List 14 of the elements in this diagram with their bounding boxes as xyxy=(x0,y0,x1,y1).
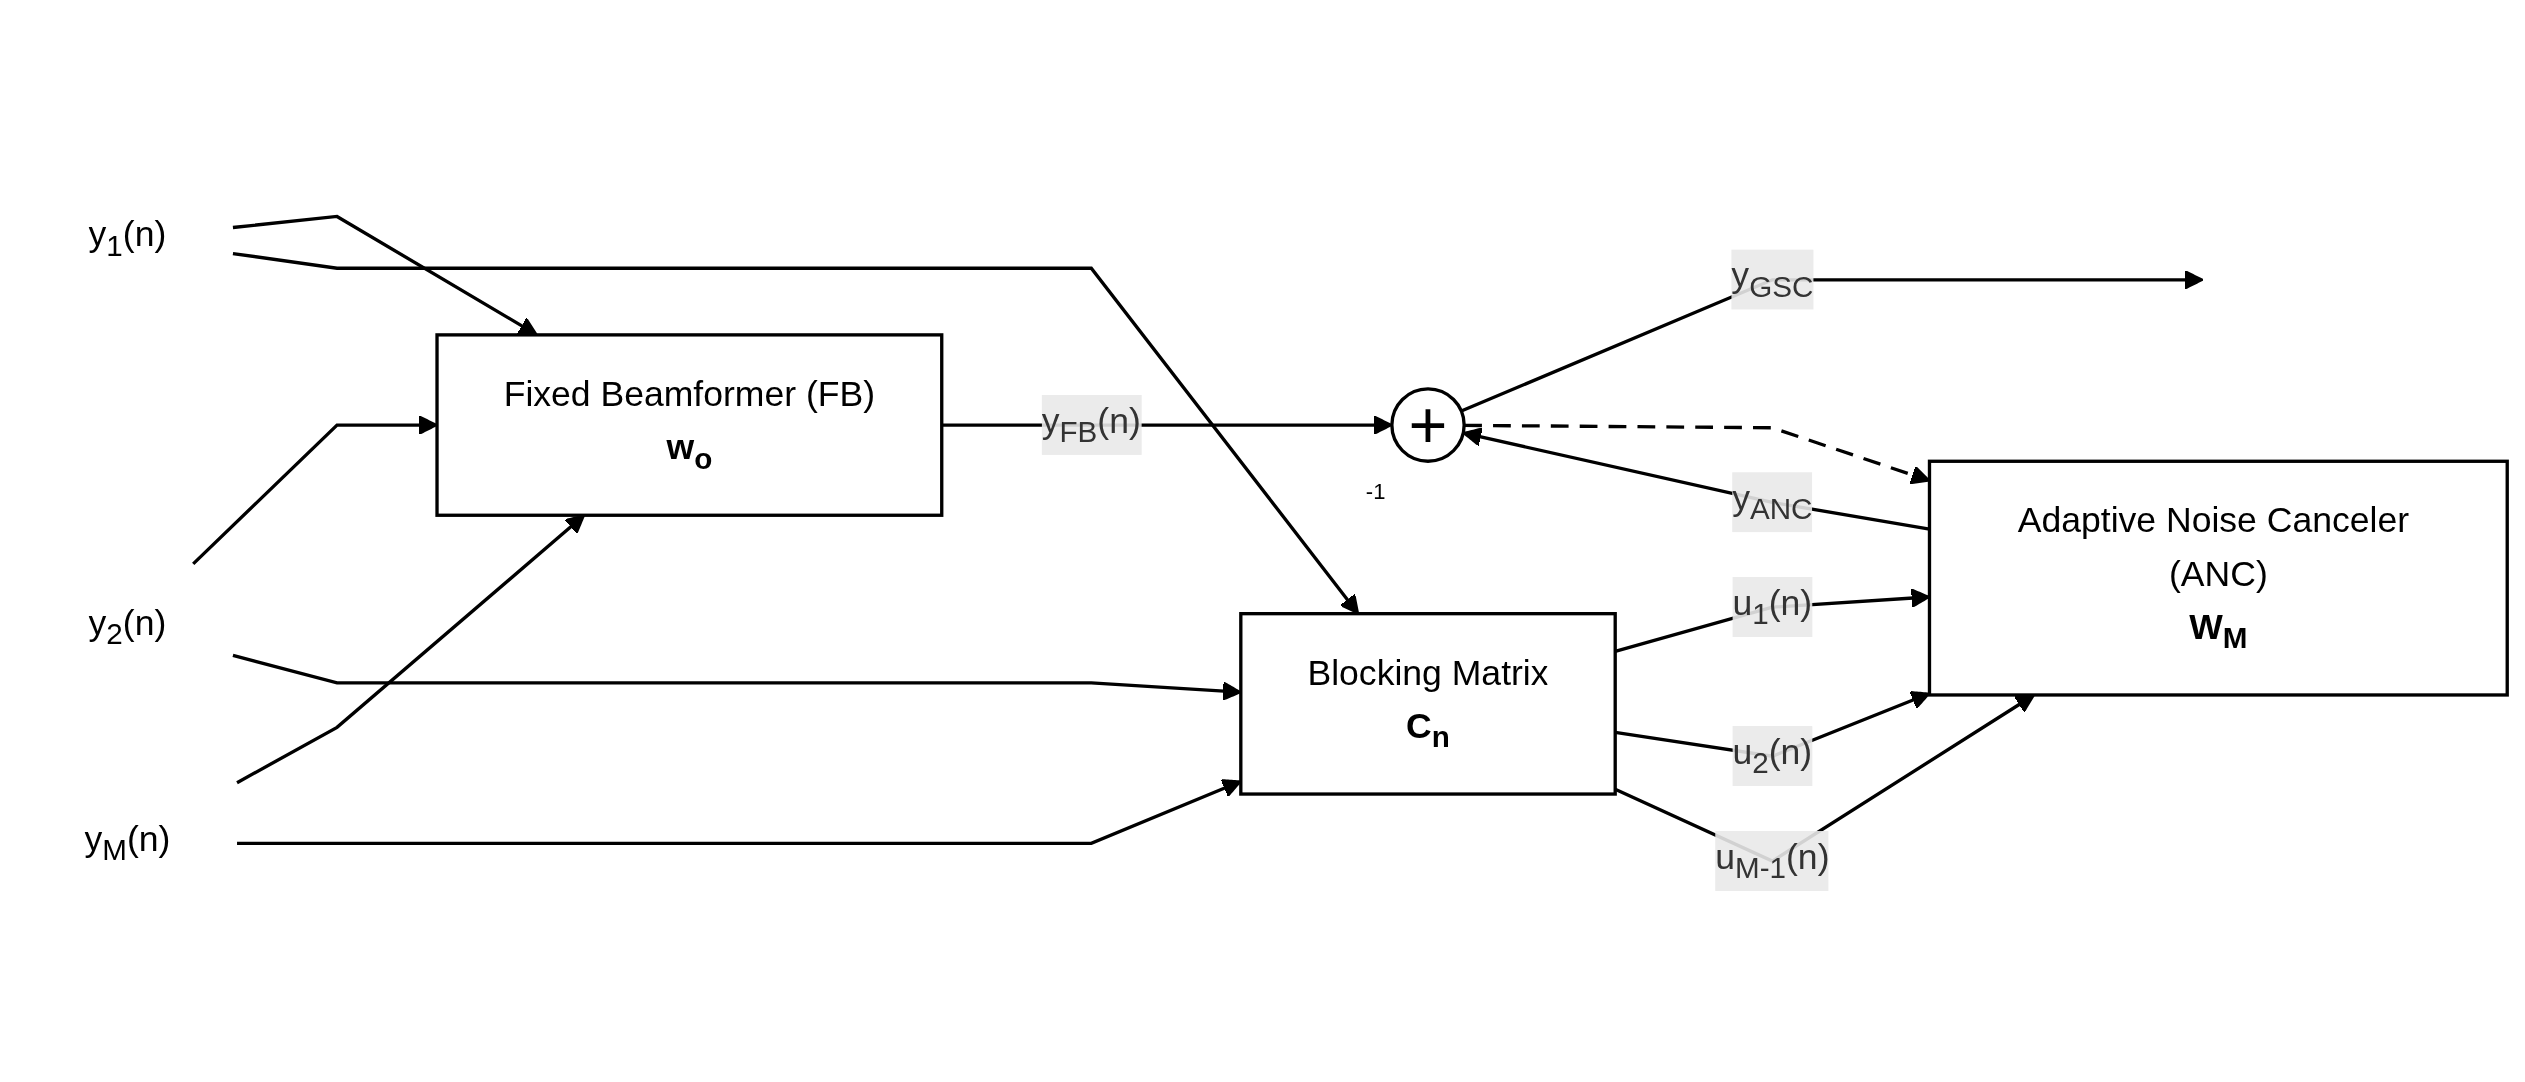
edge-label: u$_{2}$(n) xyxy=(1732,732,1813,780)
node-text: y$_{2}$(n) xyxy=(88,603,167,651)
edge-label: y$_{FB}$(n) xyxy=(1041,401,1141,449)
node-box: Adaptive Noise Canceler (ANC) W$_{M}$ xyxy=(1927,459,2509,697)
node-box: Blocking Matrix C$_{n}$ xyxy=(1239,612,1617,796)
edge-label: y$_{ANC}$ xyxy=(1732,478,1813,526)
edge-label: u$_{M-1}$(n) xyxy=(1715,837,1830,885)
node-text: y$_{1}$(n) xyxy=(88,215,167,263)
beside-text: -1 xyxy=(1365,479,1386,506)
node-text: y$_{M}$(n) xyxy=(84,819,171,867)
node-circle: + xyxy=(1390,387,1466,463)
edge-label: y$_{GSC}$ xyxy=(1731,256,1814,304)
node-box: Fixed Beamformer (FB) w$_{o}$ xyxy=(435,333,944,517)
edge-label: u$_{1}$(n) xyxy=(1732,583,1813,631)
